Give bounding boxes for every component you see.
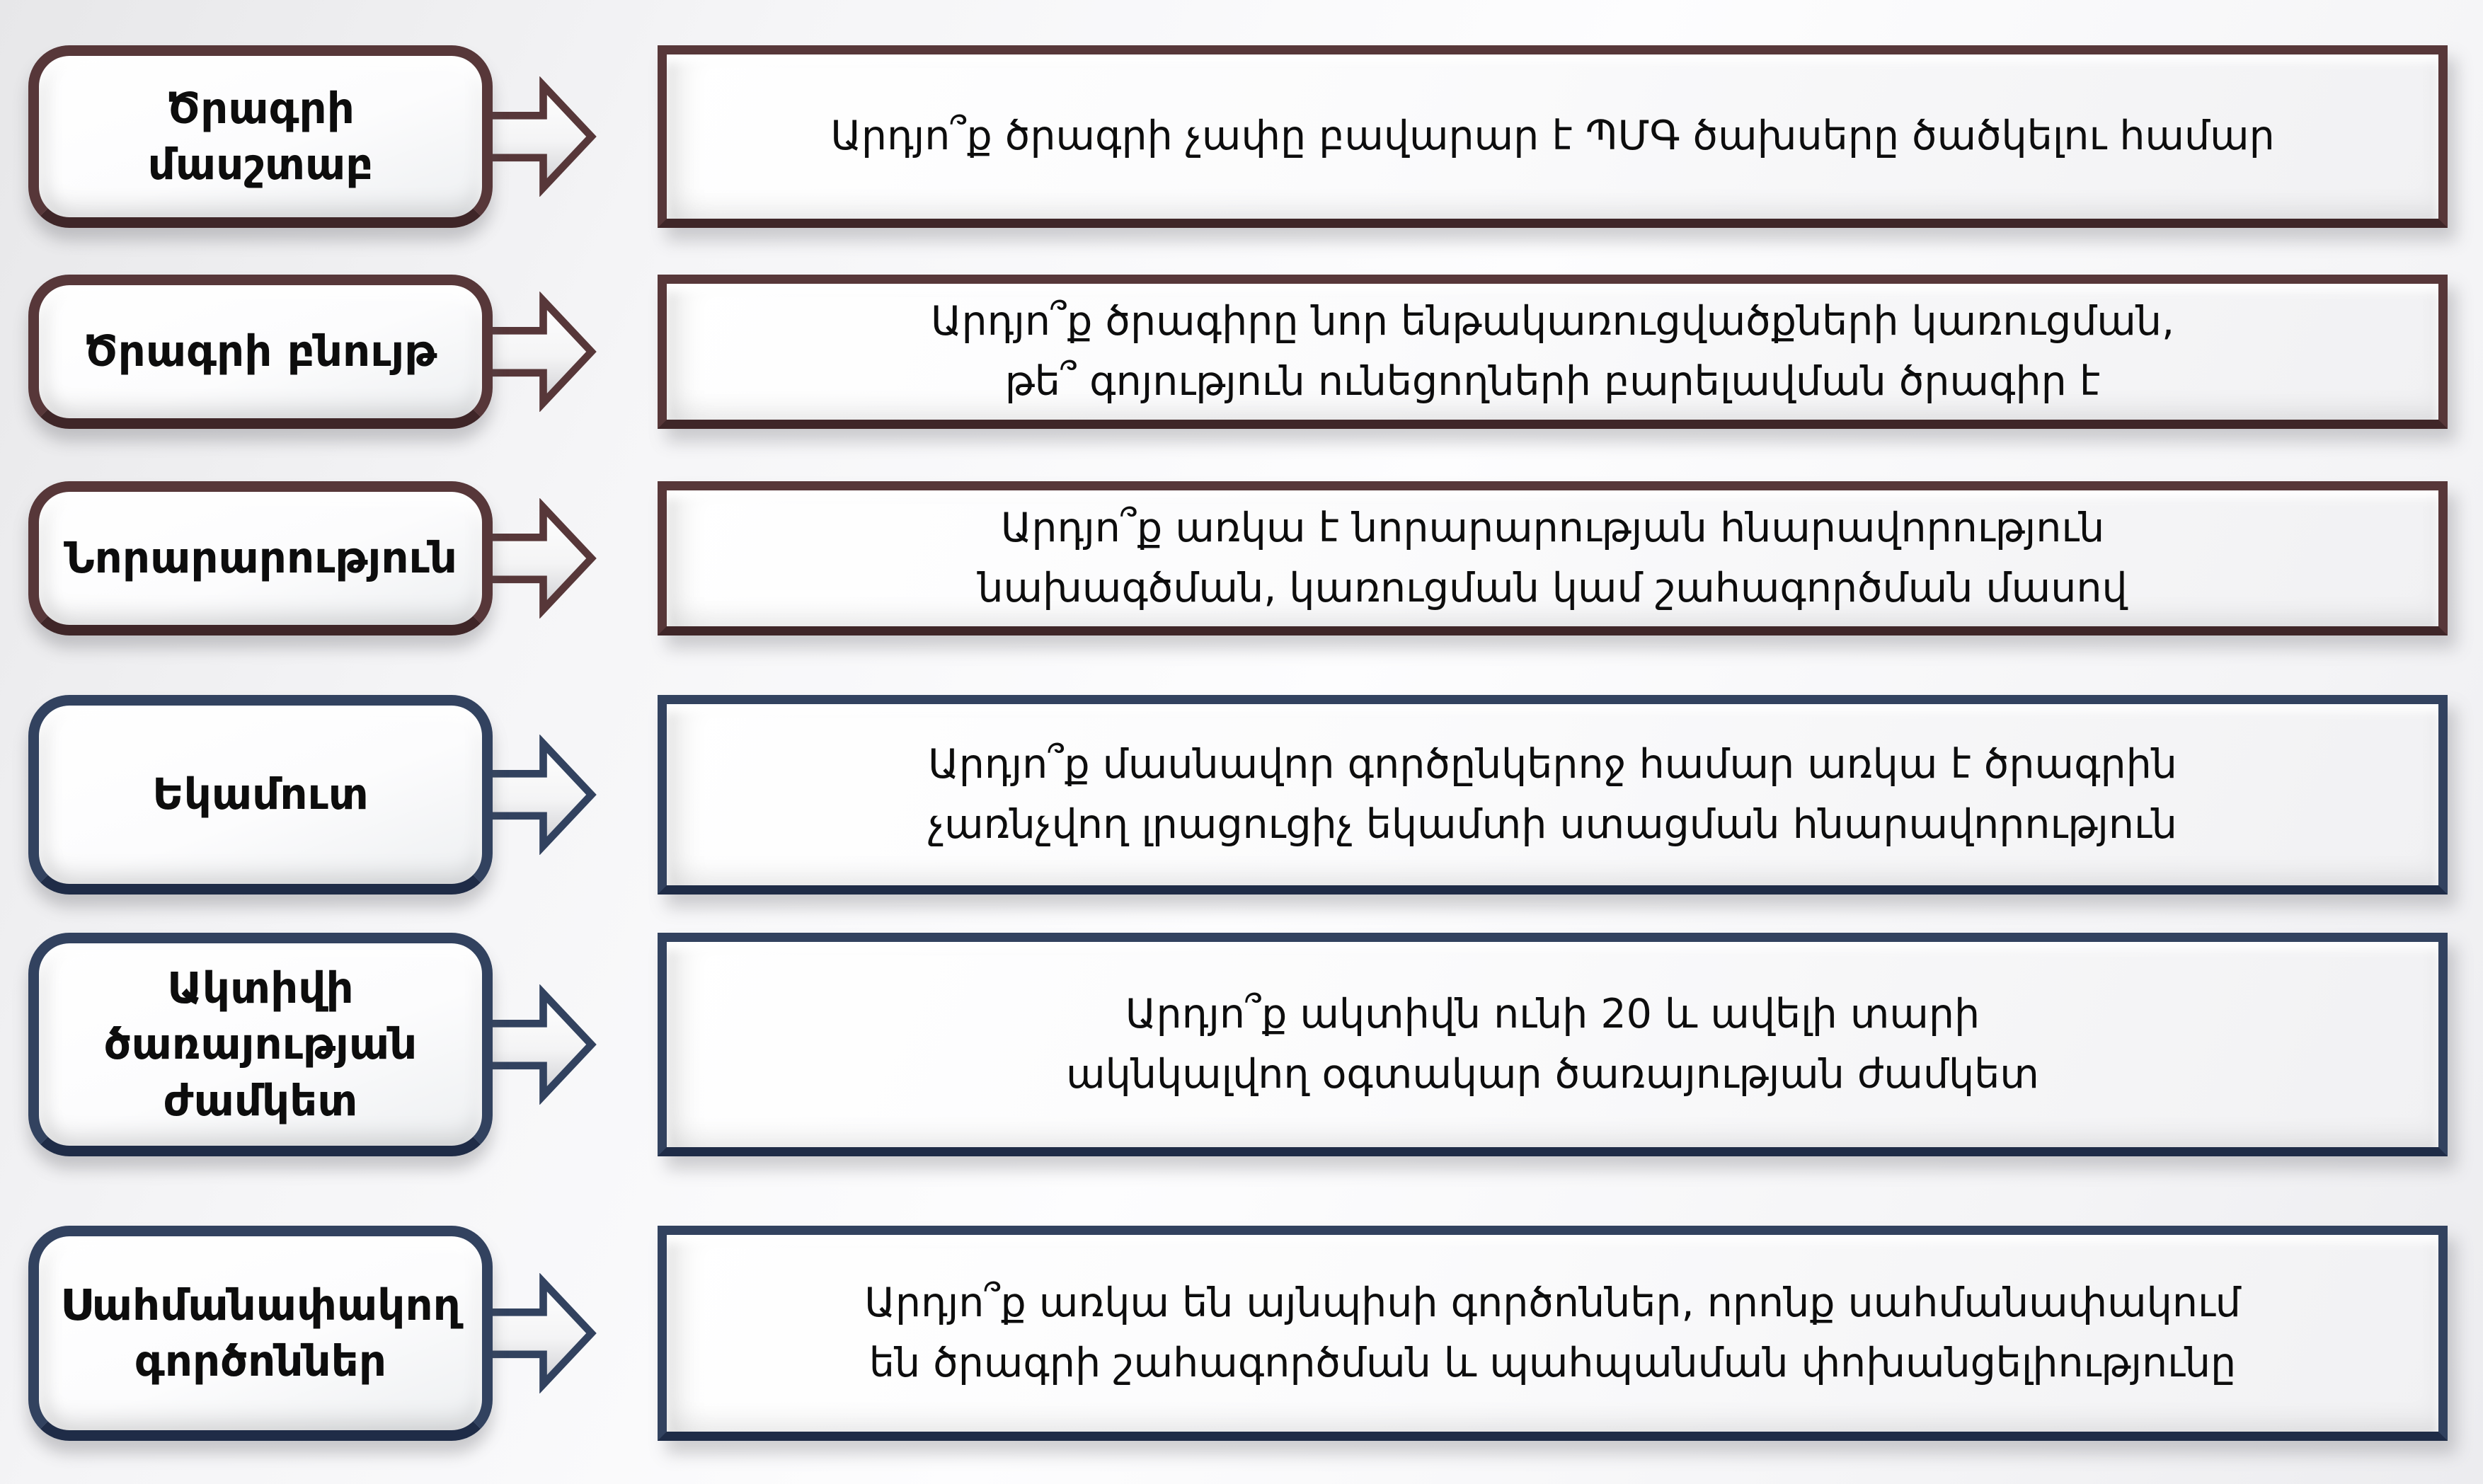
criterion-label-box: Ծրագրի բնույթ — [28, 275, 493, 429]
criterion-label: Ծրագրի բնույթ — [84, 326, 437, 377]
criterion-row: Նորարարություն Արդյո՞ք առկա է նորարարութ… — [28, 481, 2448, 635]
criterion-label-box: Սահմանափակող գործոններ — [28, 1226, 493, 1441]
right-arrow-icon — [477, 984, 597, 1105]
criterion-row: Եկամուտ Արդյո՞ք մասնավոր գործընկերոջ համ… — [28, 695, 2448, 895]
criterion-label-box: Նորարարություն — [28, 481, 493, 635]
criterion-label: Ակտիվի ծառայության ժամկետ — [103, 963, 418, 1126]
right-arrow-icon — [477, 76, 597, 197]
criterion-row: Ծրագրի բնույթ Արդյո՞ք ծրագիրը նոր ենթակա… — [28, 275, 2448, 429]
question-box: Արդյո՞ք ծրագրի չափը բավարար է ՊՄԳ ծախսեր… — [658, 45, 2448, 228]
question-box: Արդյո՞ք ակտիվն ունի 20 և ավելի տարի ակնկ… — [658, 933, 2448, 1156]
criterion-label-box: Եկամուտ — [28, 695, 493, 895]
right-arrow-icon — [477, 735, 597, 855]
question-text: Արդյո՞ք առկա են այնպիսի գործոններ, որոնք… — [864, 1279, 2241, 1387]
question-text: Արդյո՞ք ծրագրի չափը բավարար է ՊՄԳ ծախսեր… — [830, 113, 2275, 160]
criterion-label: Ծրագրի մասշտաբ — [147, 83, 374, 190]
right-arrow-icon — [477, 1273, 597, 1393]
criterion-row: Ակտիվի ծառայության ժամկետ Արդյո՞ք ակտիվն… — [28, 933, 2448, 1156]
criterion-row: Սահմանափակող գործոններ Արդյո՞ք առկա են ա… — [28, 1226, 2448, 1441]
criterion-label-box: Ծրագրի մասշտաբ — [28, 45, 493, 228]
right-arrow-icon — [477, 498, 597, 619]
question-box: Արդյո՞ք ծրագիրը նոր ենթակառուցվածքների կ… — [658, 275, 2448, 429]
question-text: Արդյո՞ք ծրագիրը նոր ենթակառուցվածքների կ… — [930, 297, 2175, 405]
question-box: Արդյո՞ք առկա են այնպիսի գործոններ, որոնք… — [658, 1226, 2448, 1441]
criterion-row: Ծրագրի մասշտաբ Արդյո՞ք ծրագրի չափը բավար… — [28, 45, 2448, 228]
criterion-label-box: Ակտիվի ծառայության ժամկետ — [28, 933, 493, 1156]
right-arrow-icon — [477, 292, 597, 412]
criterion-label: Նորարարություն — [64, 533, 457, 584]
question-text: Արդյո՞ք առկա է նորարարության հնարավորութ… — [977, 504, 2128, 612]
question-box: Արդյո՞ք մասնավոր գործընկերոջ համար առկա … — [658, 695, 2448, 895]
question-text: Արդյո՞ք մասնավոր գործընկերոջ համար առկա … — [928, 740, 2177, 849]
question-text: Արդյո՞ք ակտիվն ունի 20 և ավելի տարի ակնկ… — [1066, 990, 2039, 1098]
criterion-label: Սահմանափակող գործոններ — [60, 1279, 461, 1386]
criterion-label: Եկամուտ — [152, 769, 369, 820]
question-box: Արդյո՞ք առկա է նորարարության հնարավորութ… — [658, 481, 2448, 635]
